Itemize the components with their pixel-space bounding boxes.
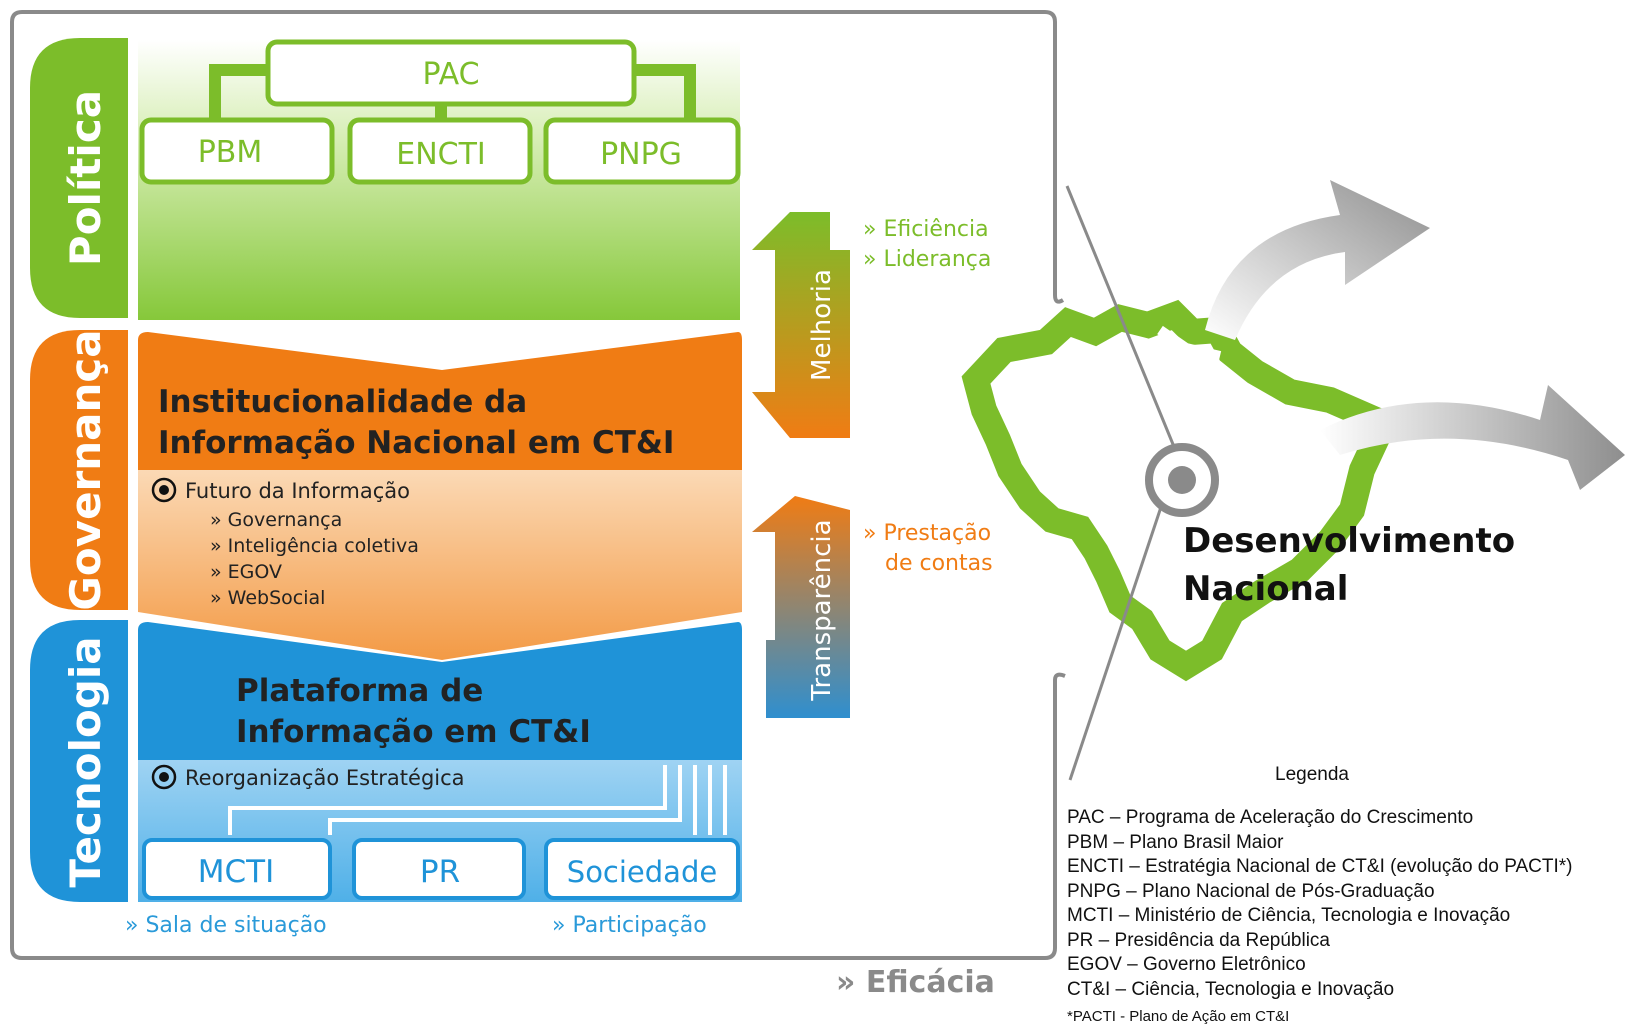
compass-needle-lower [1068,479,1172,781]
governance-bullet-dot [159,485,169,495]
legend-entry: PR – Presidência da República [1067,929,1330,951]
legend-list: PAC – Programa de Aceleração do Crescime… [1067,806,1572,1002]
pac-label: PAC [422,57,479,92]
legend-title: Legenda [1275,764,1349,785]
compass-center-icon [1168,466,1196,494]
pbm-box [139,117,335,185]
outcome-line2: Nacional [1183,569,1348,609]
legend-entry: PAC – Programa de Aceleração do Crescime… [1067,807,1474,828]
legend-entry: EGOV – Governo Eletrônico [1067,954,1306,975]
frame-bracket-lower [1053,672,1066,681]
governance-bullet-icon [151,477,177,503]
governance-bullet-text: Futuro da Informação [185,479,410,503]
governance-title-line2: Informação Nacional em CT&I [158,425,674,461]
legend-entry: ENCTI – Estratégia Nacional de CT&I (evo… [1067,856,1573,877]
eficacia-label: » Eficácia [836,965,995,1000]
legend-entry: CT&I – Ciência, Tecnologia e Inovação [1067,978,1395,1000]
pr-box [352,838,526,900]
brazil-map-outline [961,299,1389,682]
eficiencia-note: » Eficiência [863,217,989,242]
governance-title-block [138,332,742,470]
legend-entry: PNPG – Plano Nacional de Pós-Graduação [1067,880,1435,902]
sala-situacao-note: » Sala de situação [125,913,327,938]
technology-bullet-icon [151,764,177,790]
governance-item: » WebSocial [210,587,325,609]
pnpg-box [543,117,741,185]
encti-box [347,117,533,185]
contas-note: de contas [885,551,993,576]
pbm-label: PBM [198,135,263,170]
frame-notch-top [1053,294,1065,304]
legend-entry: PBM – Plano Brasil Maior [1067,831,1284,853]
transparencia-arrow [752,496,850,718]
technology-side-tab [30,620,128,902]
governance-item: » Inteligência coletiva [210,535,419,557]
encti-label: ENCTI [396,137,486,172]
growth-arrow-upper [1205,180,1430,340]
outcome-line1: Desenvolvimento [1183,521,1515,561]
technology-connectors [228,765,727,835]
compass-needle [1065,185,1188,477]
technology-title-line2: Informação em CT&I [236,714,591,750]
technology-bullet-dot [159,772,169,782]
outer-frame [10,10,1057,960]
brazil-map-inner-gap [1157,325,1222,361]
sociedade-box [544,838,740,900]
pr-label: PR [420,854,460,890]
legend-entry: MCTI – Ministério de Ciência, Tecnologia… [1067,905,1511,926]
governance-detail-block [138,470,742,660]
mcti-label: MCTI [198,854,274,890]
governance-item: » Governança [210,509,342,531]
melhoria-label: Melhoria [807,269,837,381]
governance-item: » EGOV [210,561,282,583]
governance-side-label: Governança [61,329,110,610]
prestacao-note: » Prestação [863,521,991,546]
legend-footnote: *PACTI - Plano de Ação em CT&I [1067,1008,1290,1025]
governance-title-line1: Institucionalidade da [158,384,527,420]
technology-side-label: Tecnologia [61,636,110,887]
pac-box [265,39,637,107]
policy-side-tab [30,38,128,318]
technology-title-block [138,622,742,760]
sociedade-label: Sociedade [567,855,717,889]
transparencia-label: Transparência [807,519,837,701]
lideranca-note: » Liderança [863,247,991,272]
technology-title-line1: Plataforma de [236,673,483,709]
technology-bullet-text: Reorganização Estratégica [185,766,465,790]
governance-side-tab [30,330,128,610]
growth-arrow-lower [1320,385,1625,490]
policy-side-label: Política [61,90,110,266]
mcti-box [142,838,332,900]
pnpg-label: PNPG [600,137,682,172]
participacao-note: » Participação [552,913,707,938]
melhoria-arrow [752,212,850,438]
